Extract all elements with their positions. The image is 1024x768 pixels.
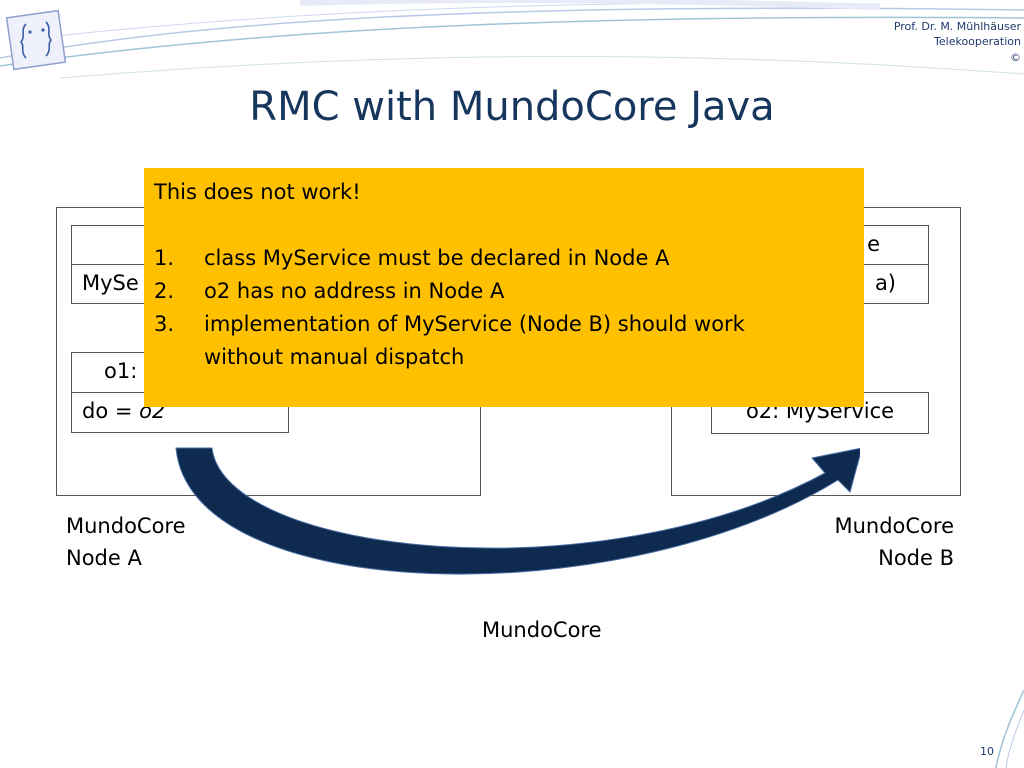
node-a-label-line1: MundoCore — [66, 514, 186, 538]
list-text: class MyService must be declared in Node… — [204, 246, 670, 270]
warning-note: This does not work! 1. class MyService m… — [144, 168, 864, 407]
page-number: 10 — [980, 745, 994, 758]
node-b-label-line1: MundoCore — [834, 514, 954, 538]
list-item: 2. o2 has no address in Node A — [154, 275, 854, 308]
note-spacer — [154, 209, 854, 242]
note-heading: This does not work! — [154, 180, 361, 204]
slide-title: RMC with MundoCore Java — [249, 84, 775, 130]
copyright-mark: © — [1010, 51, 1021, 64]
mundocore-label: MundoCore — [482, 618, 602, 642]
list-item: 1. class MyService must be declared in N… — [154, 242, 854, 275]
list-text: o2 has no address in Node A — [204, 279, 505, 303]
department-credit: Telekooperation — [934, 35, 1021, 48]
list-text: implementation of MyService (Node B) sho… — [204, 312, 745, 369]
object-field-label: do = — [82, 399, 140, 423]
footer-decoration — [995, 689, 1024, 768]
list-number: 1. — [154, 246, 175, 270]
list-item: 3. implementation of MyService (Node B) … — [154, 308, 854, 374]
list-number: 2. — [154, 279, 175, 303]
node-a-label-line2: Node A — [66, 546, 142, 570]
author-credit: Prof. Dr. M. Mühlhäuser — [893, 20, 1021, 33]
remote-call-arrow — [175, 447, 860, 575]
faces-logo-icon — [5, 9, 67, 71]
list-number: 3. — [154, 312, 175, 336]
header-decoration — [0, 0, 1024, 79]
node-b-label-line2: Node B — [878, 546, 954, 570]
